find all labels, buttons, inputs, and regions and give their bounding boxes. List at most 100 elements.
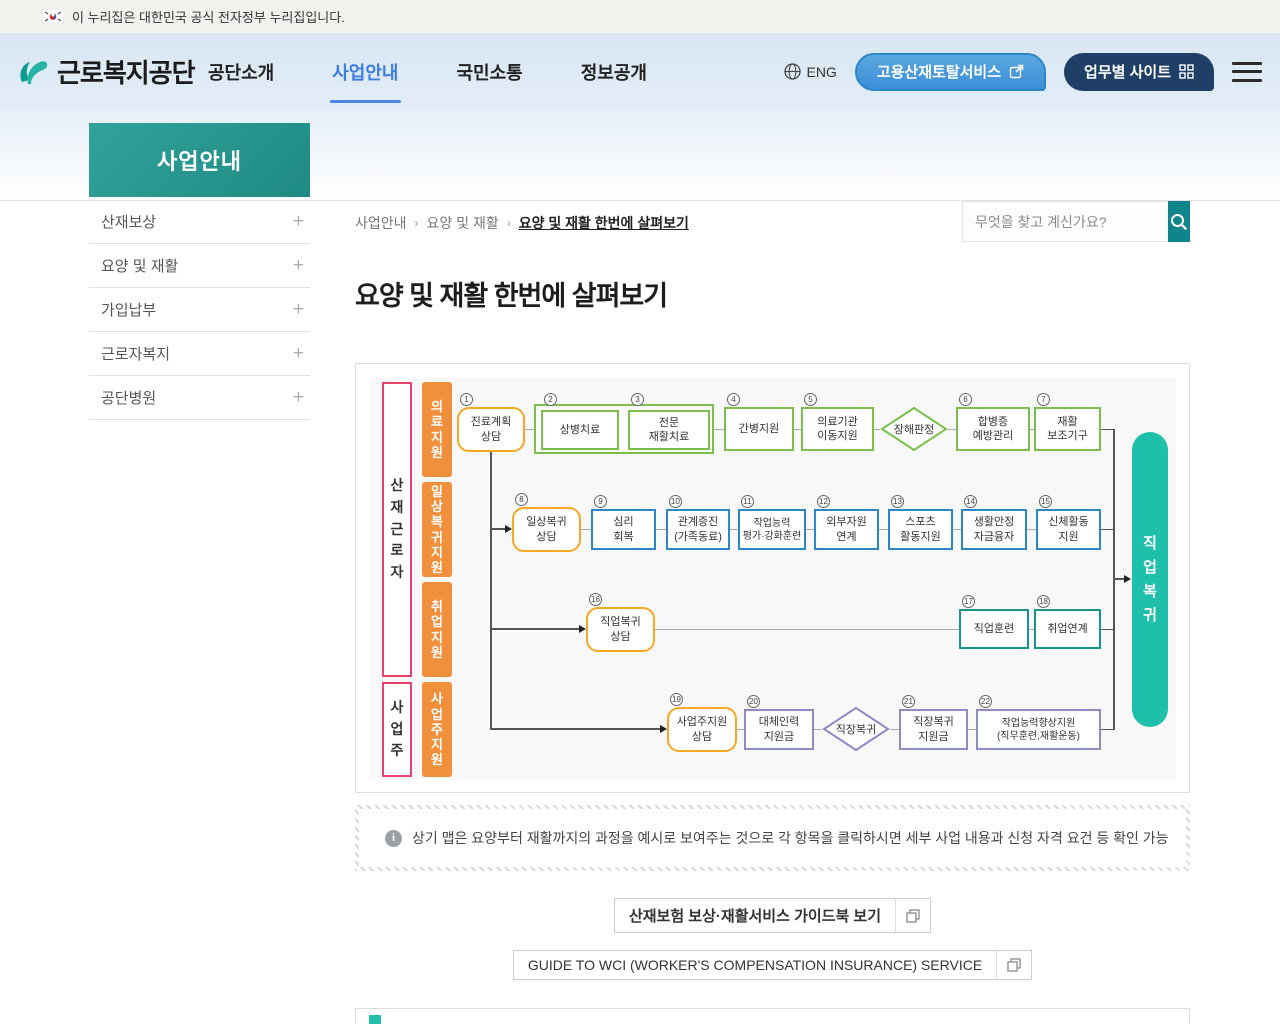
actor-employer: 사업주 [382, 682, 412, 777]
nav-item-communication[interactable]: 국민소통 [456, 62, 523, 83]
flow-decision-workplace-return[interactable]: 직장복귀 [822, 706, 890, 752]
sidebar-item-compensation[interactable]: 산재보상 + [89, 200, 310, 244]
flow-line [953, 529, 961, 530]
plus-icon[interactable]: + [292, 386, 304, 408]
breadcrumb-separator: › [414, 216, 419, 230]
flow-node-work-capacity-training[interactable]: 11 작업능력 평가·강화훈련 [738, 495, 806, 550]
sidebar-menu: 산재보상 + 요양 및 재활 + 가입납부 + 근로자복지 + 공단병원 + [89, 200, 310, 420]
sidebar-item-worker-welfare[interactable]: 근로자복지 + [89, 332, 310, 376]
flow-line [737, 729, 744, 730]
flow-node-relationship-building[interactable]: 10 관계증진 (가족동료) [666, 495, 730, 550]
flow-node-job-return-consult[interactable]: 16 직업복귀 상담 [586, 593, 655, 652]
flow-line [1027, 529, 1036, 530]
flow-line [1030, 429, 1034, 430]
flow-node-substitute-worker-subsidy[interactable]: 20 대체인력 지원금 [744, 695, 814, 750]
flow-node-daily-return-consult[interactable]: 8 일상복귀 상담 [512, 493, 581, 552]
lane-employment-support: 취업지원 [422, 582, 452, 677]
main-nav: 공단소개 사업안내 국민소통 정보공개 [208, 33, 647, 110]
flow-node-injury-treatment[interactable]: 2 상병치료 [541, 393, 619, 450]
breadcrumb-item[interactable]: 요양 및 재활 [426, 215, 499, 231]
guidebook-kr-button[interactable]: 산재보험 보상·재활서비스 가이드북 보기 [613, 898, 932, 933]
flow-line [655, 629, 959, 630]
flow-arrow [660, 725, 667, 733]
flow-line [1113, 578, 1127, 580]
flow-node-vocational-training[interactable]: 17 직업훈련 [959, 595, 1029, 649]
flow-node-living-stability-loan[interactable]: 14 생활안정 자금융자 [961, 495, 1027, 550]
flow-node-workplace-return-subsidy[interactable]: 21 직장복귀 지원금 [899, 695, 968, 750]
total-service-button[interactable]: 고용산재토탈서비스 [854, 52, 1047, 91]
sidebar-title: 사업안내 [89, 123, 310, 197]
plus-icon[interactable]: + [292, 342, 304, 364]
info-icon: i [385, 829, 402, 847]
flow-line [1101, 629, 1114, 630]
plus-icon[interactable]: + [292, 210, 304, 232]
flow-line [581, 529, 591, 530]
flow-node-hospital-transfer[interactable]: 5 의료기관 이동지원 [801, 393, 874, 451]
language-switch[interactable]: ENG [784, 63, 837, 80]
flow-node-complication-prevention[interactable]: 6 합병증 예방관리 [956, 393, 1030, 451]
flow-node-nursing-support[interactable]: 4 간병지원 [724, 393, 794, 451]
flow-decision-disability-rating[interactable]: 장해판정 [880, 406, 948, 452]
flow-node-job-placement[interactable]: 18 취업연계 [1034, 595, 1101, 649]
flow-node-rehab-devices[interactable]: 7 재활 보조기구 [1034, 393, 1101, 451]
sidebar-title-label: 사업안내 [157, 149, 242, 174]
flow-line [525, 429, 534, 430]
menu-icon[interactable] [1232, 61, 1262, 82]
lane-daily-return-support: 일상복귀지원 [422, 482, 452, 577]
nav-item-business[interactable]: 사업안내 [330, 33, 401, 110]
nav-item-disclosure[interactable]: 정보공개 [580, 62, 647, 83]
nav-item-intro[interactable]: 공단소개 [208, 62, 275, 83]
flow-group-treatment: 2 상병치료 3 전문 재활치료 [534, 393, 714, 454]
flow-arrow [579, 625, 586, 633]
flow-node-psychological-recovery[interactable]: 9 심리 회복 [591, 495, 656, 550]
grid-icon [1179, 64, 1194, 79]
guidebook-row-en: GUIDE TO WCI (WORKER'S COMPENSATION INSU… [355, 950, 1190, 980]
flow-line [490, 528, 510, 530]
search-button[interactable] [1168, 201, 1190, 242]
sidebar-item-care-rehab[interactable]: 요양 및 재활 + [89, 244, 310, 288]
next-section-cutoff [355, 1008, 1190, 1024]
flow-node-employer-support-consult[interactable]: 19 사업주지원 상담 [667, 693, 737, 752]
flow-line [890, 729, 899, 730]
plus-icon[interactable]: + [292, 254, 304, 276]
divider-line [0, 200, 1280, 201]
sidebar-item-subscription[interactable]: 가입납부 + [89, 288, 310, 332]
logo[interactable]: 근로복지공단 [16, 53, 196, 90]
globe-icon [784, 63, 802, 80]
flow-line [490, 628, 584, 630]
flow-line [879, 529, 888, 530]
guidebook-en-button[interactable]: GUIDE TO WCI (WORKER'S COMPENSATION INSU… [512, 950, 1033, 980]
breadcrumb: 사업안내 › 요양 및 재활 › 요양 및 재활 한번에 살펴보기 [355, 213, 689, 233]
work-sites-button[interactable]: 업무별 사이트 [1064, 52, 1214, 91]
flow-node-sports-support[interactable]: 13 스포츠 활동지원 [888, 495, 953, 550]
actor-injured-worker: 산재근로자 [382, 382, 412, 677]
lane-medical-support: 의료지원 [422, 382, 452, 477]
flow-node-physical-activity-support[interactable]: 15 신체활동 지원 [1036, 495, 1101, 550]
flow-line [730, 529, 738, 530]
flow-line [1101, 429, 1114, 430]
work-sites-label: 업무별 사이트 [1084, 64, 1171, 81]
flow-line [794, 429, 801, 430]
plus-icon[interactable]: + [292, 298, 304, 320]
flow-line [1101, 529, 1114, 530]
flow-line [490, 728, 665, 730]
lane-employer-support: 사업주지원 [422, 682, 452, 777]
flow-node-treatment-plan-consult[interactable]: 1 진료계획 상담 [457, 393, 525, 452]
search-box [962, 201, 1190, 242]
flow-node-work-capacity-improvement[interactable]: 22 작업능력향상지원 (직무훈련,재활운동) [976, 695, 1101, 750]
breadcrumb-item[interactable]: 사업안내 [355, 215, 407, 231]
flow-line [806, 529, 814, 530]
flow-line [1101, 729, 1114, 730]
flow-line [1029, 629, 1034, 630]
breadcrumb-current[interactable]: 요양 및 재활 한번에 살펴보기 [518, 215, 689, 231]
guidebook-row-kr: 산재보험 보상·재활서비스 가이드북 보기 [355, 898, 1190, 933]
section-accent-square [369, 1015, 381, 1024]
flow-node-specialized-rehab[interactable]: 3 전문 재활치료 [628, 393, 710, 450]
flow-arrow [1124, 575, 1131, 583]
sidebar-item-hospital[interactable]: 공단병원 + [89, 376, 310, 420]
note-box: i 상기 맵은 요양부터 재활까지의 과정을 예시로 보여주는 것으로 각 항목… [355, 805, 1190, 871]
flow-node-external-resources[interactable]: 12 외부자원 연계 [814, 495, 879, 550]
search-input[interactable] [962, 201, 1168, 242]
search-icon [1171, 213, 1188, 230]
